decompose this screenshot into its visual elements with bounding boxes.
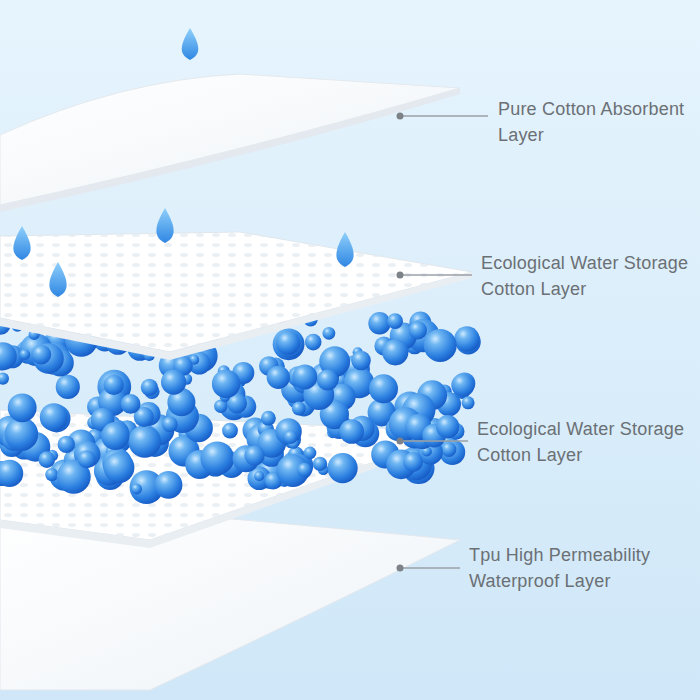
- water-bead: [369, 374, 398, 403]
- water-bead: [424, 329, 457, 362]
- water-bead: [261, 411, 276, 426]
- water-bead: [104, 375, 124, 395]
- water-bead: [0, 342, 17, 370]
- water-bead: [387, 313, 403, 329]
- water-bead: [5, 417, 39, 451]
- layer-label: Ecological Water Storage Cotton Layer: [481, 250, 693, 302]
- water-bead: [451, 374, 474, 397]
- water-bead: [56, 375, 80, 399]
- water-bead: [254, 471, 264, 481]
- water-bead: [45, 468, 58, 481]
- water-bead: [267, 366, 290, 389]
- water-bead: [439, 439, 465, 465]
- water-bead: [8, 393, 37, 422]
- water-bead: [162, 416, 178, 432]
- water-bead: [212, 370, 240, 398]
- water-bead: [141, 379, 158, 396]
- water-bead: [222, 423, 238, 439]
- water-bead: [101, 422, 129, 450]
- water-bead: [155, 471, 183, 499]
- water-bead: [128, 425, 161, 458]
- water-bead: [284, 430, 298, 444]
- water-bead: [351, 351, 371, 371]
- water-bead: [161, 370, 186, 395]
- water-bead: [313, 457, 327, 471]
- water-bead: [276, 331, 300, 355]
- water-bead: [436, 415, 459, 438]
- water-bead: [305, 334, 322, 351]
- water-bead: [40, 403, 68, 431]
- water-bead: [276, 330, 304, 358]
- water-bead: [0, 373, 9, 385]
- water-bead: [201, 441, 235, 475]
- layer-label: Ecological Water Storage Cotton Layer: [477, 416, 689, 468]
- water-bead: [0, 460, 23, 487]
- water-bead: [121, 394, 141, 414]
- water-bead: [409, 321, 427, 339]
- water-bead: [297, 463, 311, 477]
- water-bead: [104, 452, 135, 483]
- water-bead: [328, 453, 358, 483]
- water-bead: [244, 445, 264, 465]
- water-bead: [292, 364, 317, 389]
- water-bead: [317, 369, 338, 390]
- water-bead: [323, 327, 336, 340]
- water-bead: [403, 452, 423, 472]
- water-bead: [382, 339, 408, 365]
- water-bead: [368, 312, 390, 334]
- water-bead: [31, 345, 51, 365]
- water-bead: [78, 450, 96, 468]
- water-bead: [454, 326, 479, 351]
- water-bead: [131, 484, 142, 495]
- water-bead: [20, 349, 31, 360]
- layer-label: Pure Cotton Absorbent Layer: [498, 96, 688, 148]
- water-bead: [339, 419, 364, 444]
- layer-label: Tpu High Permeability Waterproof Layer: [469, 542, 695, 594]
- water-bead: [58, 436, 75, 453]
- water-bead: [273, 328, 305, 360]
- water-bead: [39, 451, 56, 468]
- water-bead: [462, 396, 475, 409]
- water-bead: [441, 442, 456, 457]
- water-bead: [292, 402, 306, 416]
